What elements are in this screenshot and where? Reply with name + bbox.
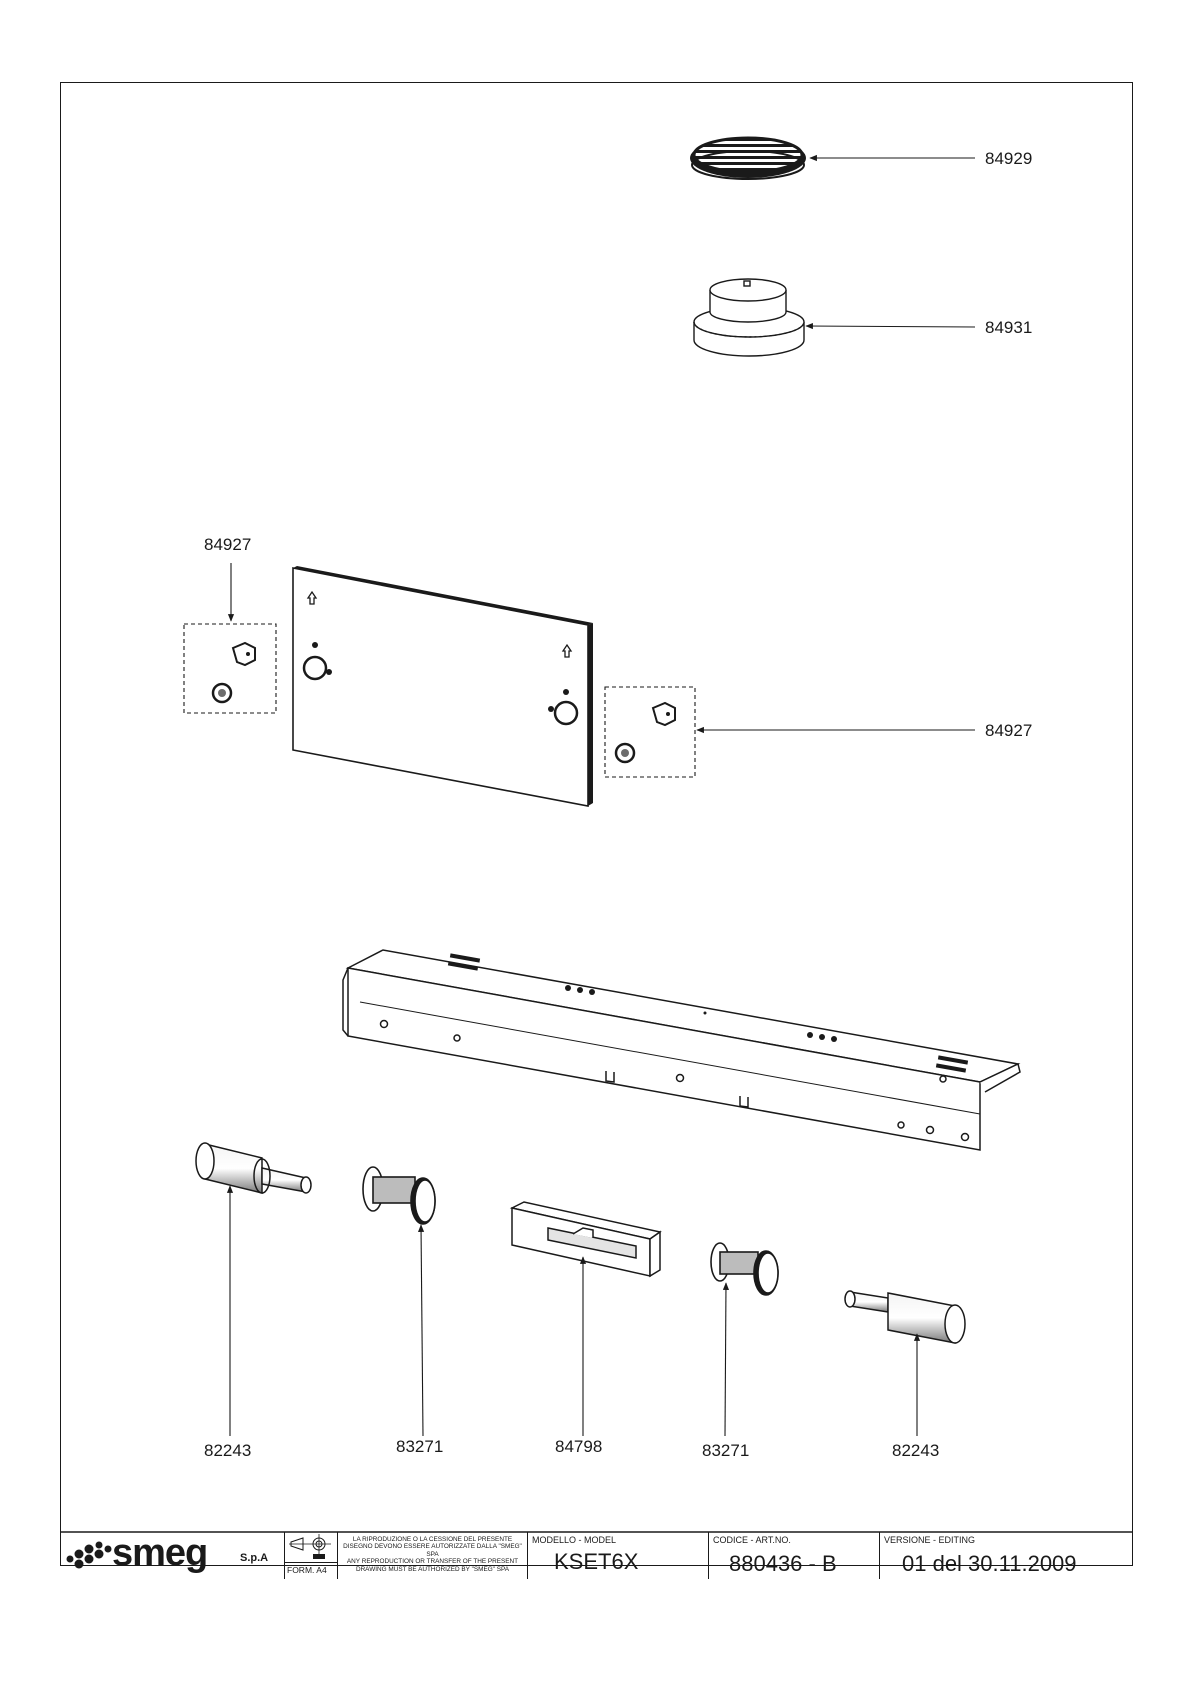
legal-english: ANY REPRODUCTION OR TRANSFER OF THE PRES… <box>346 1558 519 1573</box>
bracket-clip-icon <box>604 686 696 778</box>
spacer-icon <box>844 1290 966 1344</box>
mounting-plate-icon <box>292 566 593 807</box>
version-value: 01 del 30.11.2009 <box>902 1551 1077 1576</box>
code-value: 880436 - B <box>729 1551 837 1576</box>
leader-83271-right <box>722 1282 730 1437</box>
model-cell: MODELLO - MODEL KSET6X <box>528 1532 709 1579</box>
part-label-83271-left: 83271 <box>396 1437 444 1456</box>
clip-box-icon <box>509 1201 662 1278</box>
part-label-82243-right: 82243 <box>892 1441 940 1460</box>
format-cell: FORM. A4 <box>285 1532 338 1579</box>
knob-icon <box>710 1242 779 1296</box>
logo-text: smeg <box>112 1532 208 1574</box>
leader-83271-left <box>417 1224 425 1437</box>
legal-italian: LA RIPRODUZIONE O LA CESSIONE DEL PRESEN… <box>343 1536 522 1558</box>
model-value: KSET6X <box>554 1549 639 1574</box>
part-label-84927-right: 84927 <box>985 721 1033 740</box>
format-label: FORM. A4 <box>287 1565 327 1575</box>
version-cell: VERSIONE - EDITING 01 del 30.11.2009 <box>880 1532 1133 1579</box>
logo-cell: smeg S.p.A <box>60 1532 285 1579</box>
model-label: MODELLO - MODEL <box>532 1535 617 1545</box>
part-label-84929: 84929 <box>985 149 1033 168</box>
title-block: smeg S.p.A FORM. A4 LA RIPRODUZIONE O LA… <box>60 1532 1133 1579</box>
smeg-logo-dots-icon <box>66 1541 112 1569</box>
circular-grille-icon <box>690 136 806 180</box>
part-label-84931: 84931 <box>985 318 1033 337</box>
knob-icon <box>362 1166 436 1225</box>
legal-cell: LA RIPRODUZIONE O LA CESSIONE DEL PRESEN… <box>338 1532 528 1579</box>
duct-adapter-icon <box>693 278 805 357</box>
logo-suffix: S.p.A <box>240 1552 269 1564</box>
rail-bar-icon <box>342 949 1021 1151</box>
part-label-84927-left: 84927 <box>204 535 252 554</box>
version-label: VERSIONE - EDITING <box>884 1535 976 1545</box>
bracket-clip-icon <box>183 623 277 714</box>
part-label-83271-right: 83271 <box>702 1441 750 1460</box>
projection-symbol-icon <box>289 1534 331 1559</box>
drawing-frame <box>60 82 1133 1566</box>
part-label-82243-left: 82243 <box>204 1441 252 1460</box>
part-label-84798: 84798 <box>555 1437 603 1456</box>
code-label: CODICE - ART.NO. <box>713 1535 791 1545</box>
spacer-icon <box>195 1142 312 1194</box>
code-cell: CODICE - ART.NO. 880436 - B <box>709 1532 880 1579</box>
leader-84931 <box>805 322 976 330</box>
